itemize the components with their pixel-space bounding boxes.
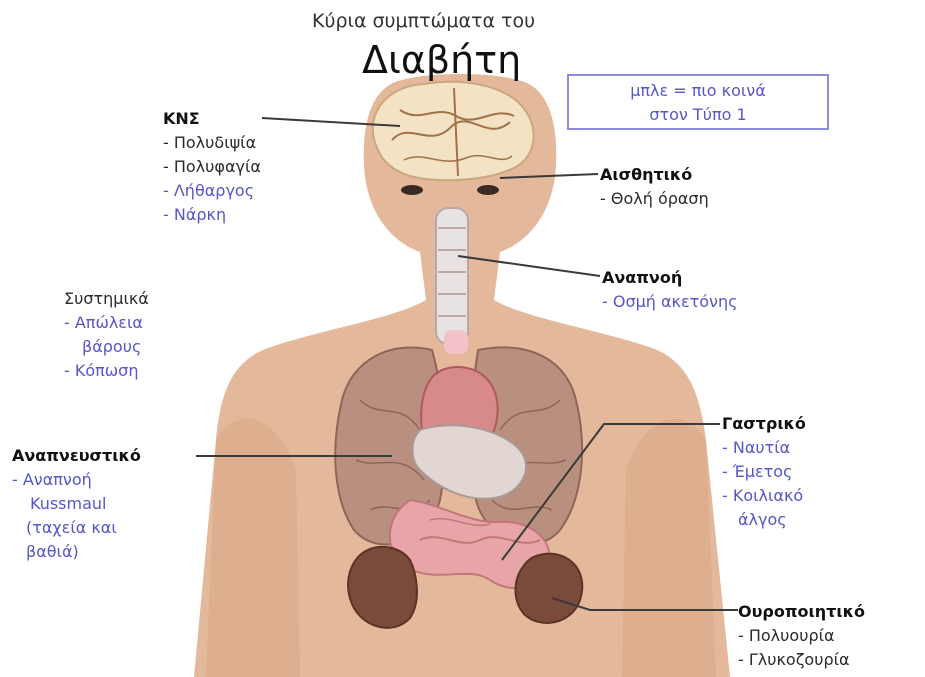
body-shadow-left — [206, 419, 300, 677]
left-eye — [401, 185, 423, 195]
label-item: - Κοιλιακό — [722, 484, 806, 508]
legend-box: μπλε = πιο κοινά στον Τύπο 1 — [567, 74, 829, 130]
figure-title: Διαβήτη — [362, 38, 521, 82]
label-item: - Αναπνοή — [12, 468, 141, 492]
label-group-aisthitiko: Αισθητικό - Θολή όραση — [600, 163, 709, 211]
left-kidney-organ — [348, 547, 417, 628]
trachea-organ — [436, 208, 468, 354]
body-shadow-right — [622, 419, 716, 677]
label-heading-anapnoi: Αναπνοή — [602, 266, 738, 290]
label-heading-aisthitiko: Αισθητικό — [600, 163, 709, 187]
label-group-ouropoiitiko: Ουροποιητικό - Πολυουρία - Γλυκοζουρία — [738, 600, 865, 672]
label-item: - Κόπωση — [64, 359, 149, 383]
label-item: βαθιά) — [12, 540, 141, 564]
legend-line-2: στον Τύπο 1 — [569, 103, 827, 127]
label-group-gastriko: Γαστρικό - Ναυτία - Έμετος - Κοιλιακό άλ… — [722, 412, 806, 532]
label-item: - Απώλεια — [64, 311, 149, 335]
label-heading-ouropoiitiko: Ουροποιητικό — [738, 600, 865, 624]
label-item: άλγος — [722, 508, 806, 532]
label-heading-kns: ΚΝΣ — [163, 107, 261, 131]
label-item: - Ναυτία — [722, 436, 806, 460]
label-heading-anapneustiko: Αναπνευστικό — [12, 444, 141, 468]
label-heading-systimika: Συστημικά — [64, 287, 149, 311]
legend-line-1: μπλε = πιο κοινά — [569, 79, 827, 103]
label-item: - Πολυδιψία — [163, 131, 261, 155]
label-heading-gastriko: Γαστρικό — [722, 412, 806, 436]
right-kidney-organ — [516, 554, 583, 623]
label-item: (ταχεία και — [12, 516, 141, 540]
label-item: - Έμετος — [722, 460, 806, 484]
brain-organ — [373, 82, 534, 180]
label-group-anapneustiko: Αναπνευστικό - Αναπνοή Kussmaul (ταχεία … — [12, 444, 141, 564]
label-item: - Οσμή ακετόνης — [602, 290, 738, 314]
label-item: βάρους — [64, 335, 149, 359]
label-item: - Πολυουρία — [738, 624, 865, 648]
label-group-anapnoi: Αναπνοή - Οσμή ακετόνης — [602, 266, 738, 314]
label-item: - Νάρκη — [163, 203, 261, 227]
label-item: Kussmaul — [12, 492, 141, 516]
label-group-kns: ΚΝΣ - Πολυδιψία - Πολυφαγία - Λήθαργος -… — [163, 107, 261, 227]
label-group-systimika: Συστημικά - Απώλεια βάρους - Κόπωση — [64, 287, 149, 383]
figure-suptitle: Κύρια συμπτώματα του — [312, 10, 535, 32]
label-item: - Πολυφαγία — [163, 155, 261, 179]
right-eye — [477, 185, 499, 195]
label-item: - Γλυκοζουρία — [738, 648, 865, 672]
label-item: - Λήθαργος — [163, 179, 261, 203]
label-item: - Θολή όραση — [600, 187, 709, 211]
